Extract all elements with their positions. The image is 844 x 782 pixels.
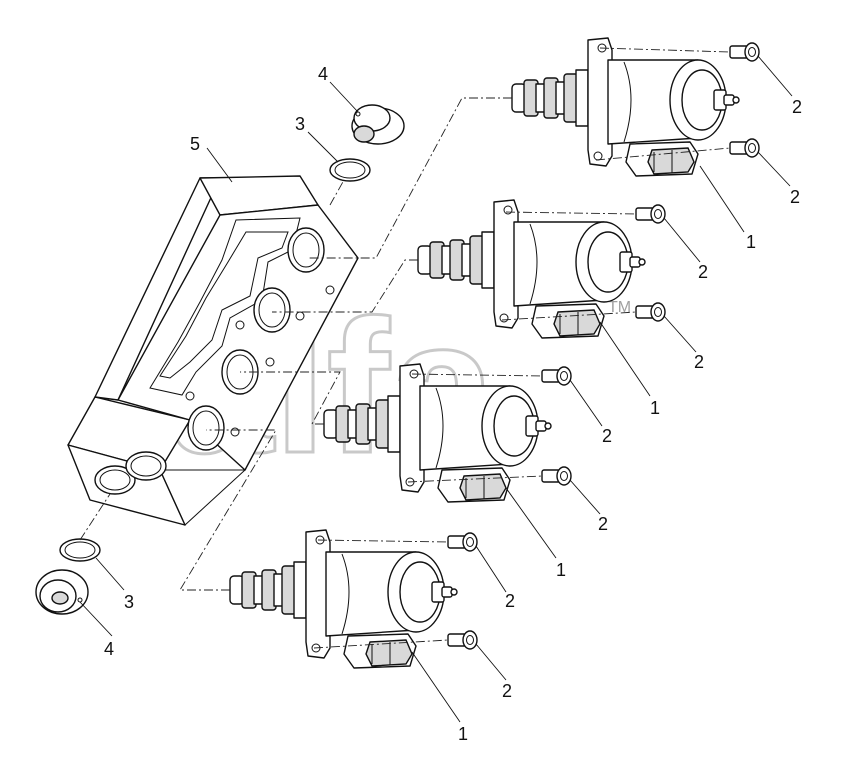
plug-bottom (35, 569, 89, 615)
callout-3-top: 3 (295, 114, 305, 134)
callout-2-e: 2 (602, 426, 612, 446)
assembly-center-lines (79, 47, 731, 649)
bolt-1b (729, 138, 760, 158)
callout-2-f: 2 (598, 514, 608, 534)
callout-1-c: 1 (556, 560, 566, 580)
callout-2-b: 2 (790, 187, 800, 207)
bolt-4a (447, 532, 478, 552)
solenoid-valve-1 (511, 37, 740, 177)
valve-body (67, 175, 359, 526)
callout-2-c: 2 (698, 262, 708, 282)
solenoid-valve-4 (229, 529, 458, 669)
o-ring-bottom (59, 538, 101, 562)
callout-1-a: 1 (746, 232, 756, 252)
callout-2-g: 2 (505, 591, 515, 611)
callout-5: 5 (190, 134, 200, 154)
callouts: 5 4 3 4 3 2 2 1 2 2 1 2 2 1 2 2 1 (104, 64, 802, 744)
o-ring-top (329, 158, 371, 182)
callout-4-bottom: 4 (104, 639, 114, 659)
bolt-1a (729, 42, 760, 62)
callout-4-top: 4 (318, 64, 328, 84)
callout-1-b: 1 (650, 398, 660, 418)
bolt-2b (635, 302, 666, 322)
leader-lines (79, 55, 793, 723)
callout-2-h: 2 (502, 681, 512, 701)
bolt-3b (541, 466, 572, 486)
plug-top (351, 104, 405, 145)
bolt-3a (541, 366, 572, 386)
callout-1-d: 1 (458, 724, 468, 744)
watermark-trademark: TM (608, 299, 631, 316)
bolt-2a (635, 204, 666, 224)
callout-3-bottom: 3 (124, 592, 134, 612)
callout-2-a: 2 (792, 97, 802, 117)
bolt-4b (447, 630, 478, 650)
callout-2-d: 2 (694, 352, 704, 372)
